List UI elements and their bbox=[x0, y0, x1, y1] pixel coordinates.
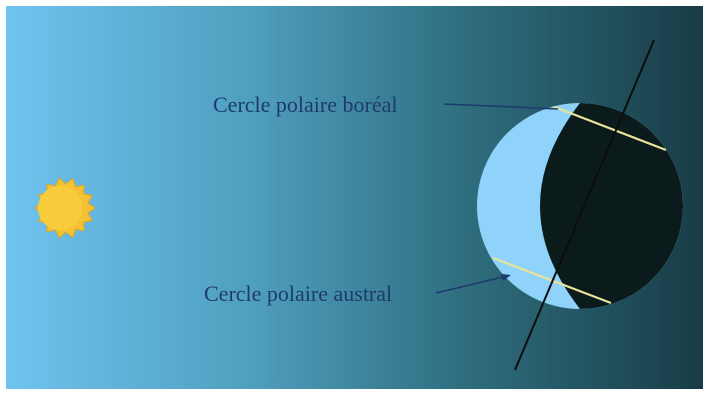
north-polar-circle-label: Cercle polaire boréal bbox=[213, 92, 397, 117]
south-polar-circle-label: Cercle polaire austral bbox=[204, 281, 392, 306]
